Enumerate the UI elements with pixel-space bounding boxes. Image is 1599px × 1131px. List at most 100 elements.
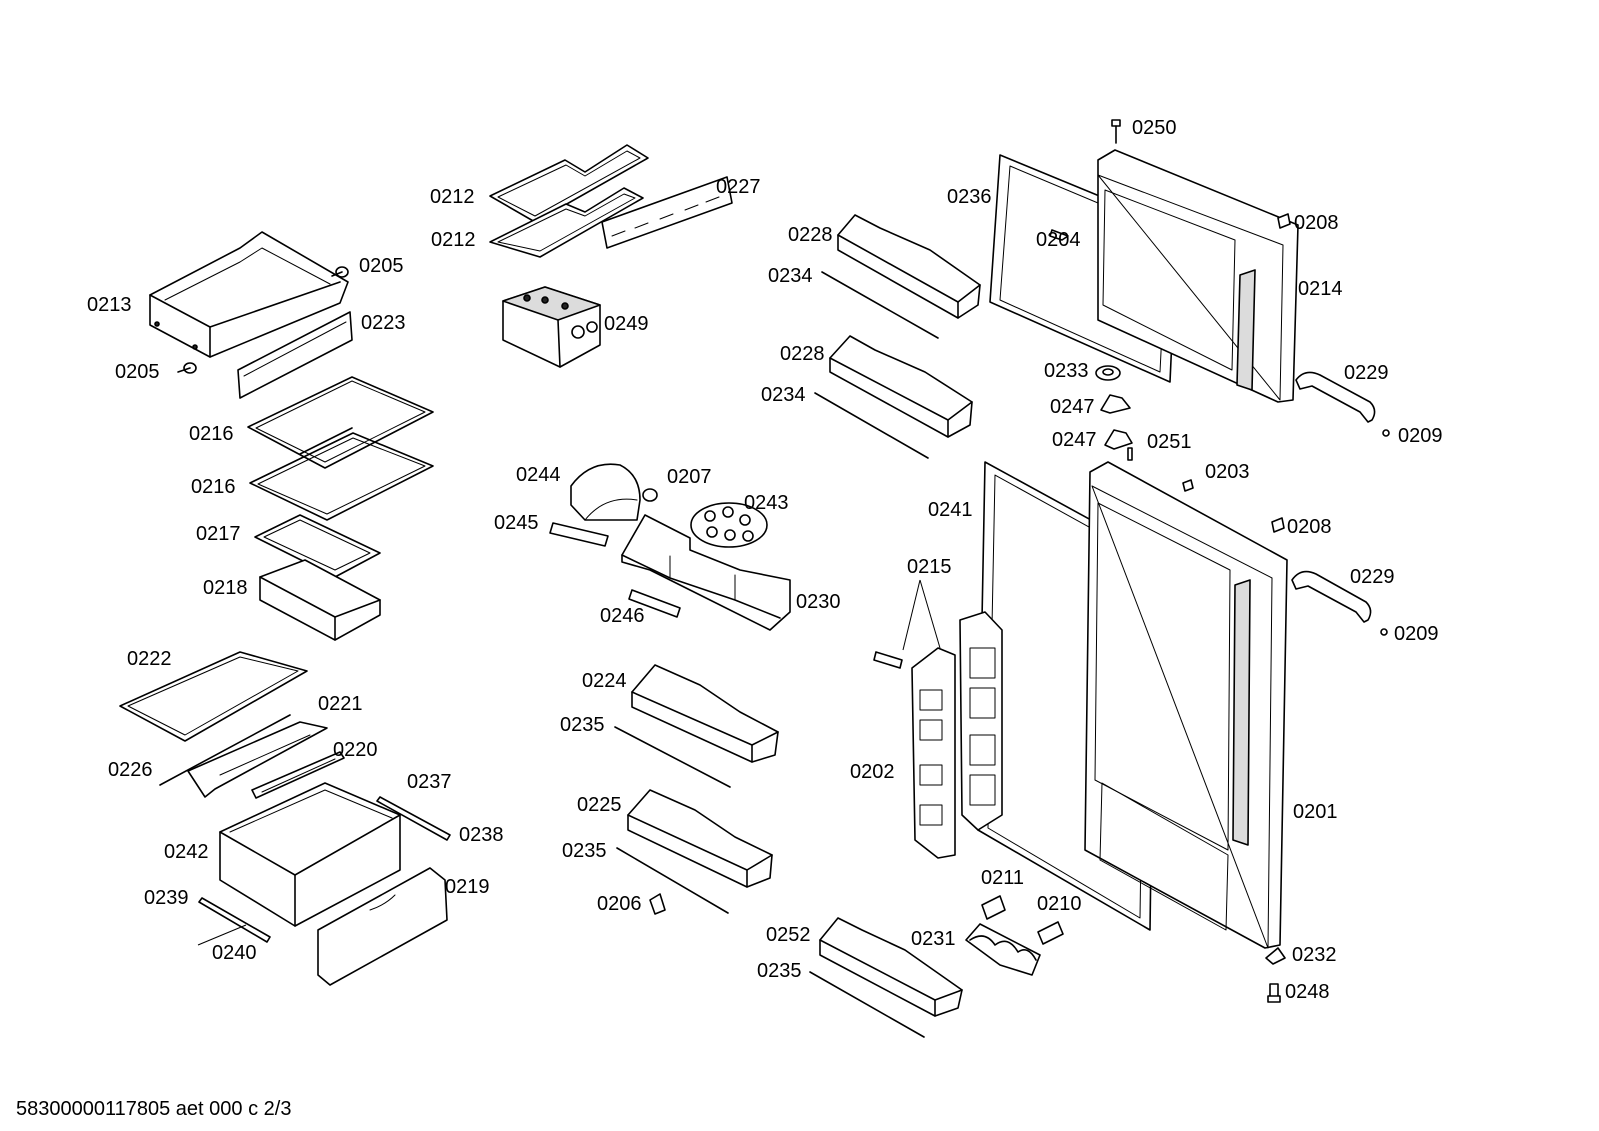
cap-0208-upper [1277,213,1291,229]
rail-0237 [376,796,451,841]
part-label: 0229 [1344,362,1389,384]
side-panel [959,611,1003,831]
part-label: 0234 [761,384,806,406]
leader-lines [197,579,941,946]
screw-0204 [1049,229,1069,241]
door-bin-0224 [631,664,779,763]
part-label: 0245 [494,512,539,534]
rod-0235-c [809,971,925,1038]
pin-upper [331,266,349,278]
part-label: 0248 [1285,981,1330,1003]
part-label: 0216 [189,423,234,445]
cap-0208-lower [1271,517,1285,533]
part-label: 0244 [516,464,561,486]
strip-0245 [549,522,609,547]
vent-cover [601,176,733,249]
part-label: 0250 [1132,117,1177,139]
hinge-0232 [1265,947,1286,965]
part-label: 0203 [1205,461,1250,483]
part-label: 0252 [766,924,811,946]
rod-0234-upper [821,271,939,339]
part-label: 0212 [431,229,476,251]
part-label: 0212 [430,186,475,208]
part-label: 0210 [1037,893,1082,915]
part-label: 0204 [1036,229,1081,251]
bracket-0210 [1037,921,1064,945]
part-label: 0217 [196,523,241,545]
part-label: 0202 [850,761,895,783]
freezer-door [1097,149,1299,403]
handle-lower [1291,570,1372,623]
rod-0235-a [614,726,731,788]
knob [642,488,658,502]
part-label: 0247 [1052,429,1097,451]
part-label: 0231 [911,928,956,950]
part-label: 0214 [1298,278,1343,300]
tray [259,559,381,641]
part-label: 0228 [780,343,825,365]
pin-lower [177,362,197,374]
part-label: 0234 [768,265,813,287]
part-label: 0238 [459,824,504,846]
part-label: 0251 [1147,431,1192,453]
part-label: 0237 [407,771,452,793]
crisper-cover [187,721,328,798]
part-label: 0208 [1294,212,1339,234]
pin-0251 [1127,447,1133,461]
part-label: 0232 [1292,944,1337,966]
glass-cover [119,651,308,742]
cover-0244 [570,463,641,521]
part-label: 0216 [191,476,236,498]
part-label: 0249 [604,313,649,335]
strip-0246 [628,589,681,618]
part-label: 0236 [947,186,992,208]
document-code: 58300000117805 aet 000 c 2/3 [16,1098,292,1120]
part-label: 0235 [560,714,605,736]
part-label: 0233 [1044,360,1089,382]
rail-0226 [159,714,291,786]
crisper-drawer [219,782,401,927]
washer-0233 [1095,365,1121,381]
part-label: 0224 [582,670,627,692]
part-label: 0239 [144,887,189,909]
part-label: 0211 [981,867,1024,889]
part-label: 0205 [115,361,160,383]
part-label: 0240 [212,942,257,964]
rod-0235-b [616,847,729,914]
screw-0209-upper [1382,429,1390,437]
part-label: 0209 [1398,425,1443,447]
part-label: 0242 [164,841,209,863]
shelf-lower [249,432,434,521]
part-label: 0209 [1394,623,1439,645]
screw-0250 [1111,119,1121,144]
rod-0234-lower [814,392,929,459]
egg-tray [690,502,768,548]
part-label: 0218 [203,577,248,599]
part-label: 0235 [562,840,607,862]
clip-0206 [649,893,666,915]
part-label: 0201 [1293,801,1338,823]
part-label: 0235 [757,960,802,982]
door-bin-0230 [621,514,791,631]
upper-drawer [149,231,349,358]
part-label: 0205 [359,255,404,277]
part-label: 0227 [716,176,761,198]
part-label: 0225 [577,794,622,816]
part-label: 0241 [928,499,973,521]
part-label: 0220 [333,739,378,761]
part-label: 0228 [788,224,833,246]
part-label: 0213 [87,294,132,316]
shelf-upper [247,376,434,469]
part-number-labels: 0250 0236 0208 0204 0214 0228 0234 0233 … [87,117,1443,1003]
wine-rack [965,923,1041,976]
drawer-front [317,867,448,986]
control-module [502,286,601,368]
part-label: 0230 [796,591,841,613]
part-label: 0229 [1350,566,1395,588]
drawer-front-panel [237,311,353,399]
hinge-0247-lower [1104,429,1133,450]
door-bin-0228-lower [829,335,973,438]
door-bin-0225 [627,789,773,888]
part-label: 0246 [600,605,645,627]
